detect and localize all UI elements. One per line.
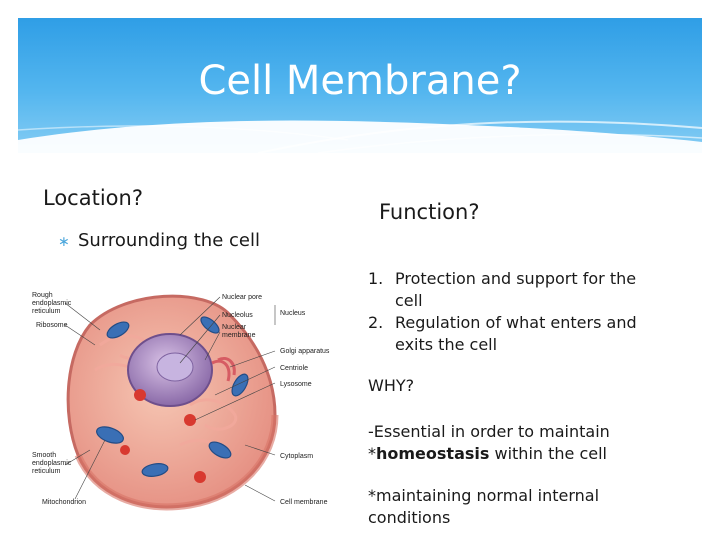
nucleolus-shape — [156, 352, 194, 382]
asterisk-bullet-icon: ∗ — [58, 234, 70, 250]
list-number: 1. — [368, 269, 384, 288]
location-bullet: ∗ Surrounding the cell — [58, 230, 260, 251]
mitochondrion-shape — [141, 463, 169, 477]
label-nuclear-pore: Nuclear pore — [222, 294, 262, 301]
mitochondrion-shape — [208, 441, 232, 459]
title-banner: Cell Membrane? — [18, 18, 702, 153]
slide-title: Cell Membrane? — [198, 58, 522, 104]
label-ribosome: Ribosome — [36, 322, 68, 329]
mitochondrion-shape — [106, 321, 130, 339]
list-text: Protection and support for the cell — [395, 269, 637, 310]
label-cytoplasm: Cytoplasm — [280, 453, 313, 460]
label-centriole: Centriole — [280, 365, 308, 372]
label-mitochondrion: Mitochondrion — [42, 499, 86, 506]
label-nucleolus: Nucleolus — [222, 312, 253, 319]
function-list: 1. Protection and support for the cell 2.… — [368, 268, 638, 356]
label-nucleus: Nucleus — [280, 310, 306, 317]
list-number: 2. — [368, 313, 384, 332]
label-lysosome: Lysosome — [280, 381, 312, 388]
label-cell-membrane: Cell membrane — [280, 499, 328, 506]
location-heading: Location? — [43, 186, 143, 210]
reason-suffix: within the cell — [489, 444, 607, 463]
label-golgi: Golgi apparatus — [280, 348, 330, 355]
lysosome-shape — [194, 471, 206, 483]
reason-text: -Essential in order to maintain *homeost… — [368, 421, 628, 465]
mitochondrion-shape — [231, 373, 249, 397]
why-heading: WHY? — [368, 376, 415, 395]
lysosome-shape — [120, 445, 130, 455]
lysosome-shape — [184, 414, 196, 426]
mitochondrion-shape — [96, 426, 124, 444]
reason-keyword: homeostasis — [376, 444, 490, 463]
mitochondrion-shape — [200, 316, 220, 334]
function-heading: Function? — [379, 200, 480, 224]
location-bullet-text: Surrounding the cell — [78, 230, 260, 251]
list-item: 1. Protection and support for the cell — [368, 268, 638, 312]
lysosome-shape — [134, 389, 146, 401]
list-text: Regulation of what enters and exits the … — [395, 313, 637, 354]
banner-waves — [18, 120, 702, 153]
list-item: 2. Regulation of what enters and exits th… — [368, 312, 638, 356]
definition-text: *maintaining normal internal conditions — [368, 486, 600, 527]
reason-prefix: -Essential in order to maintain * — [368, 422, 610, 463]
